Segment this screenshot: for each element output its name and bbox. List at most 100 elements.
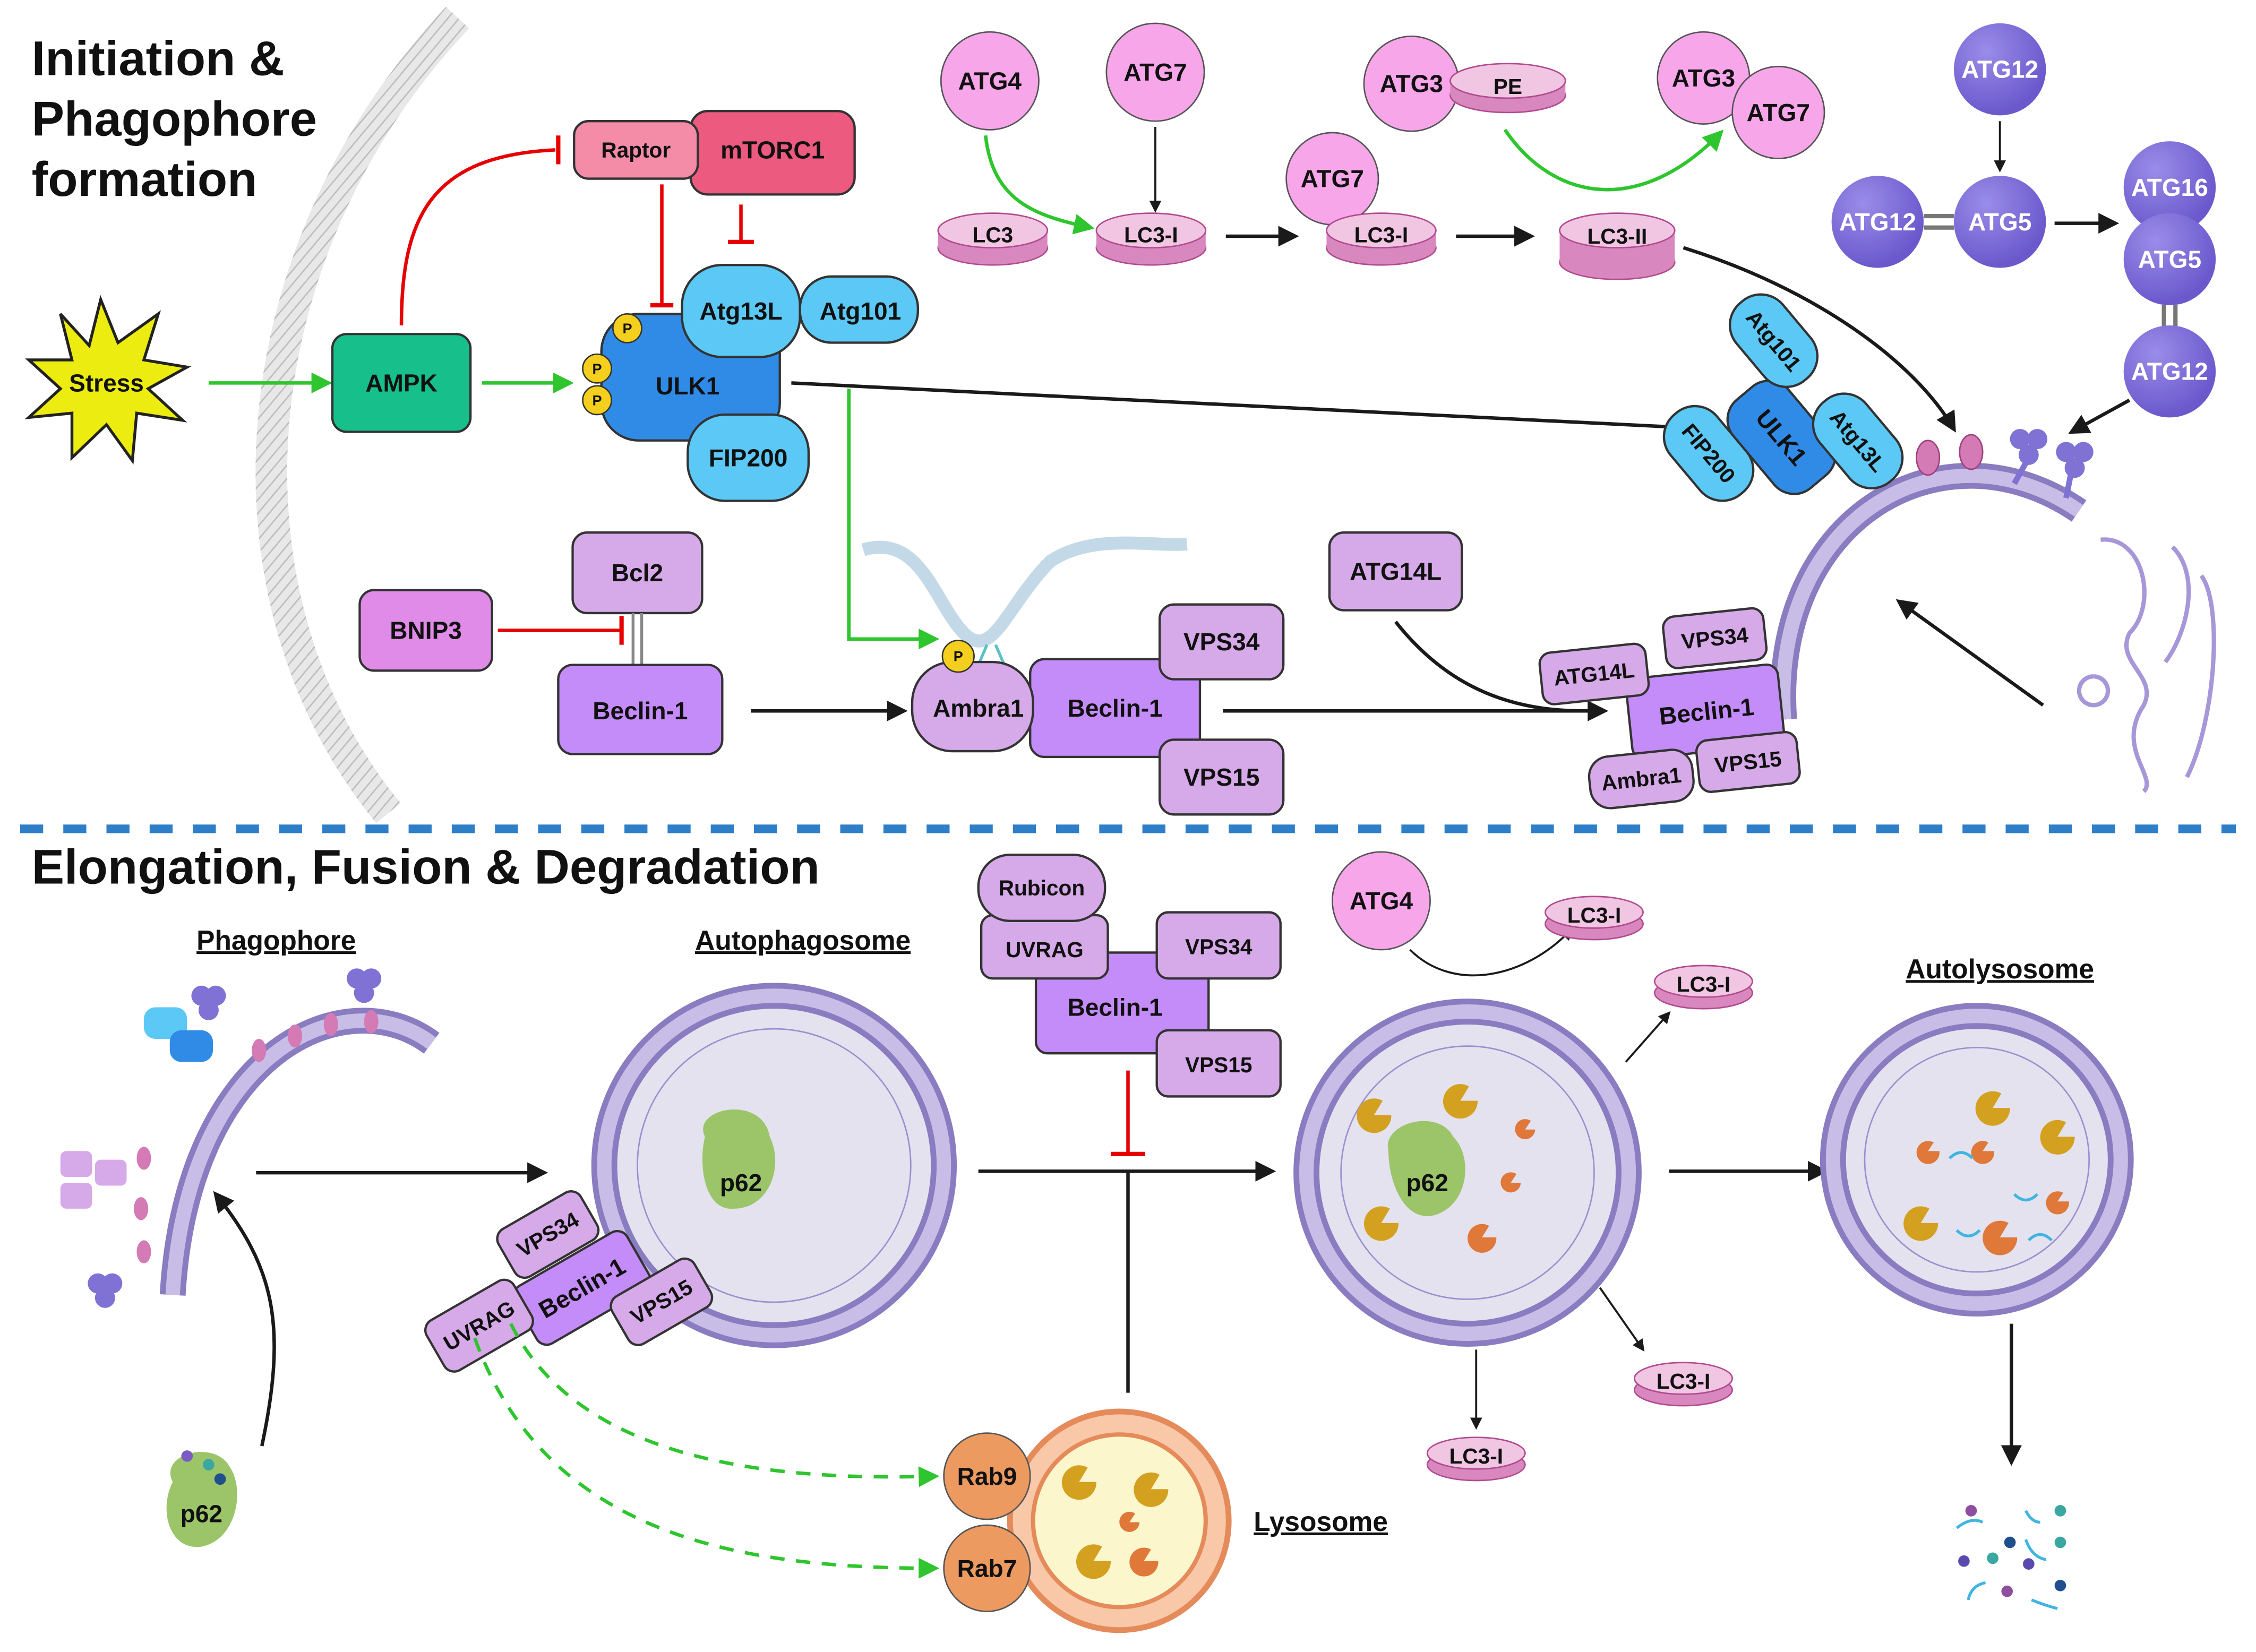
stress-starburst: Stress bbox=[24, 295, 192, 465]
pe-disc: PE bbox=[1449, 63, 1566, 114]
bcl2-node: Bcl2 bbox=[571, 531, 704, 615]
svg-text:ATG7: ATG7 bbox=[1123, 58, 1187, 86]
rubicon-complex: Rubicon UVRAG Beclin-1 VPS34 VPS15 bbox=[977, 854, 1282, 1098]
ulk1-complex: Atg13L Atg101 ULK1 FIP200 P P P bbox=[582, 264, 920, 502]
lysosome: Rab9 Rab7 bbox=[943, 1408, 1232, 1633]
plasma-membrane bbox=[255, 6, 469, 823]
autophagosome-label: Autophagosome bbox=[695, 925, 911, 956]
svg-text:ATG7: ATG7 bbox=[1747, 99, 1810, 126]
stress-label: Stress bbox=[69, 369, 144, 397]
inhibit-ampk-raptor bbox=[399, 148, 556, 325]
svg-text:PE: PE bbox=[1494, 74, 1522, 99]
svg-text:Atg101: Atg101 bbox=[820, 297, 902, 325]
degradation-products bbox=[1955, 1505, 2066, 1610]
svg-text:P: P bbox=[593, 392, 602, 408]
svg-text:P: P bbox=[593, 360, 602, 377]
svg-text:UVRAG: UVRAG bbox=[1006, 937, 1084, 962]
membrane-pi3k-complex: Beclin-1 ATG14L VPS34 Ambra1 VPS15 bbox=[1538, 607, 1801, 810]
lysosome-label: Lysosome bbox=[1254, 1506, 1388, 1537]
svg-text:ATG12: ATG12 bbox=[2131, 358, 2208, 385]
svg-text:AMPK: AMPK bbox=[365, 369, 438, 397]
svg-text:ATG4: ATG4 bbox=[1350, 887, 1413, 915]
endoplasmic-reticulum bbox=[2077, 537, 2216, 793]
phagophore-label: Phagophore bbox=[196, 925, 356, 956]
svg-text:VPS34: VPS34 bbox=[1185, 935, 1253, 959]
atg4-node: ATG4 bbox=[1331, 851, 1431, 951]
svg-text:P: P bbox=[954, 648, 963, 665]
svg-text:ATG7: ATG7 bbox=[1301, 165, 1364, 193]
forming-phagophore bbox=[1770, 429, 2094, 721]
lc3-released: LC3-I LC3-I LC3-I LC3-I bbox=[1426, 896, 1753, 1482]
svg-text:Beclin-1: Beclin-1 bbox=[1068, 993, 1163, 1021]
svg-text:ATG16: ATG16 bbox=[2131, 174, 2208, 201]
beclin-free-node: Beclin-1 bbox=[557, 664, 724, 755]
arrow-ulk1-ambra1 bbox=[847, 389, 940, 650]
heading-initiation: Initiation & Phagophore formation bbox=[32, 31, 317, 206]
lc3-ii-disc: LC3-II bbox=[1559, 212, 1676, 280]
svg-text:formation: formation bbox=[32, 152, 258, 206]
svg-text:LC3-I: LC3-I bbox=[1657, 1369, 1711, 1393]
svg-text:VPS34: VPS34 bbox=[1183, 628, 1260, 656]
lc3-i-disc-2: LC3-I bbox=[1326, 212, 1437, 266]
mtorc1-label: mTORC1 bbox=[720, 136, 825, 164]
svg-text:ATG14L: ATG14L bbox=[1350, 557, 1442, 585]
svg-text:LC3-I: LC3-I bbox=[1567, 903, 1622, 927]
raptor-label: Raptor bbox=[601, 137, 671, 162]
svg-text:Initiation &: Initiation & bbox=[32, 31, 285, 85]
svg-text:Atg13L: Atg13L bbox=[700, 297, 783, 325]
mtorc1-complex: Raptor mTORC1 bbox=[573, 110, 856, 196]
autolysosome-label: Autolysosome bbox=[1906, 953, 2094, 984]
svg-text:LC3-I: LC3-I bbox=[1124, 222, 1178, 247]
svg-text:ATG3: ATG3 bbox=[1380, 70, 1443, 98]
svg-text:ATG3: ATG3 bbox=[1672, 64, 1735, 92]
svg-text:ATG5: ATG5 bbox=[2138, 245, 2201, 273]
svg-text:ATG4: ATG4 bbox=[958, 67, 1022, 94]
atg14l-node: ATG14L bbox=[1328, 531, 1463, 612]
svg-text:LC3-II: LC3-II bbox=[1587, 224, 1647, 248]
svg-text:Beclin-1: Beclin-1 bbox=[593, 697, 688, 725]
lc3-disc: LC3 bbox=[937, 212, 1049, 266]
svg-text:Phagophore: Phagophore bbox=[32, 91, 317, 146]
phagophore bbox=[60, 968, 440, 1308]
arrow-uvrag-rab7 bbox=[473, 1337, 940, 1579]
svg-text:p62: p62 bbox=[1406, 1169, 1448, 1197]
svg-text:LC3-I: LC3-I bbox=[1677, 972, 1731, 996]
autophagosome: p62 bbox=[591, 983, 957, 1348]
bnip3-node: BNIP3 bbox=[358, 589, 493, 672]
svg-text:ATG12: ATG12 bbox=[1961, 56, 2038, 83]
svg-text:VPS15: VPS15 bbox=[1183, 763, 1259, 791]
svg-text:Rab7: Rab7 bbox=[957, 1554, 1017, 1582]
svg-text:P: P bbox=[622, 320, 632, 337]
uvrag-beclin-complex: Beclin-1 UVRAG VPS34 VPS15 bbox=[424, 1190, 714, 1373]
p62-cargo: p62 bbox=[166, 1450, 237, 1547]
svg-text:ATG12: ATG12 bbox=[1839, 208, 1916, 236]
svg-text:ATG5: ATG5 bbox=[1968, 208, 2031, 236]
autolysosome bbox=[1820, 1003, 2134, 1317]
membrane-ulk-complex: Atg101 Atg13L ULK1 FIP200 bbox=[1662, 293, 1904, 502]
lc3-i-disc: LC3-I bbox=[1095, 212, 1207, 266]
fusing-autophagosome: p62 bbox=[1293, 999, 1642, 1347]
ampk-node: AMPK bbox=[331, 333, 472, 433]
lc3-pathway: ATG4 ATG7 LC3 LC3-I ATG7 LC3-I ATG3 PE A… bbox=[937, 22, 1956, 433]
microtubule bbox=[861, 536, 1188, 648]
svg-text:Beclin-1: Beclin-1 bbox=[1068, 694, 1163, 722]
svg-text:VPS15: VPS15 bbox=[1185, 1053, 1252, 1077]
arrow-atg14l bbox=[1394, 621, 1583, 713]
svg-text:p62: p62 bbox=[720, 1169, 762, 1197]
svg-text:BNIP3: BNIP3 bbox=[390, 616, 462, 644]
svg-text:Rab9: Rab9 bbox=[957, 1462, 1017, 1490]
arrow-er-phagophore bbox=[1895, 599, 2044, 707]
svg-text:LC3: LC3 bbox=[972, 222, 1013, 247]
atg12-pathway: ATG12 ATG12 ATG5 ATG16 ATG5 ATG12 bbox=[1831, 23, 2216, 434]
ambra1-beclin-complex: P Ambra1 Beclin-1 VPS34 VPS15 bbox=[911, 603, 1285, 816]
arrow-p62-phagophore bbox=[213, 1191, 276, 1447]
svg-text:p62: p62 bbox=[181, 1500, 222, 1527]
svg-text:Bcl2: Bcl2 bbox=[612, 559, 663, 587]
arrow-ulk1-membrane bbox=[791, 381, 1717, 439]
heading-elongation: Elongation, Fusion & Degradation bbox=[32, 839, 820, 894]
svg-text:Rubicon: Rubicon bbox=[999, 876, 1085, 900]
svg-text:LC3-I: LC3-I bbox=[1354, 222, 1409, 247]
svg-text:FIP200: FIP200 bbox=[709, 444, 787, 471]
svg-text:LC3-I: LC3-I bbox=[1449, 1444, 1503, 1468]
